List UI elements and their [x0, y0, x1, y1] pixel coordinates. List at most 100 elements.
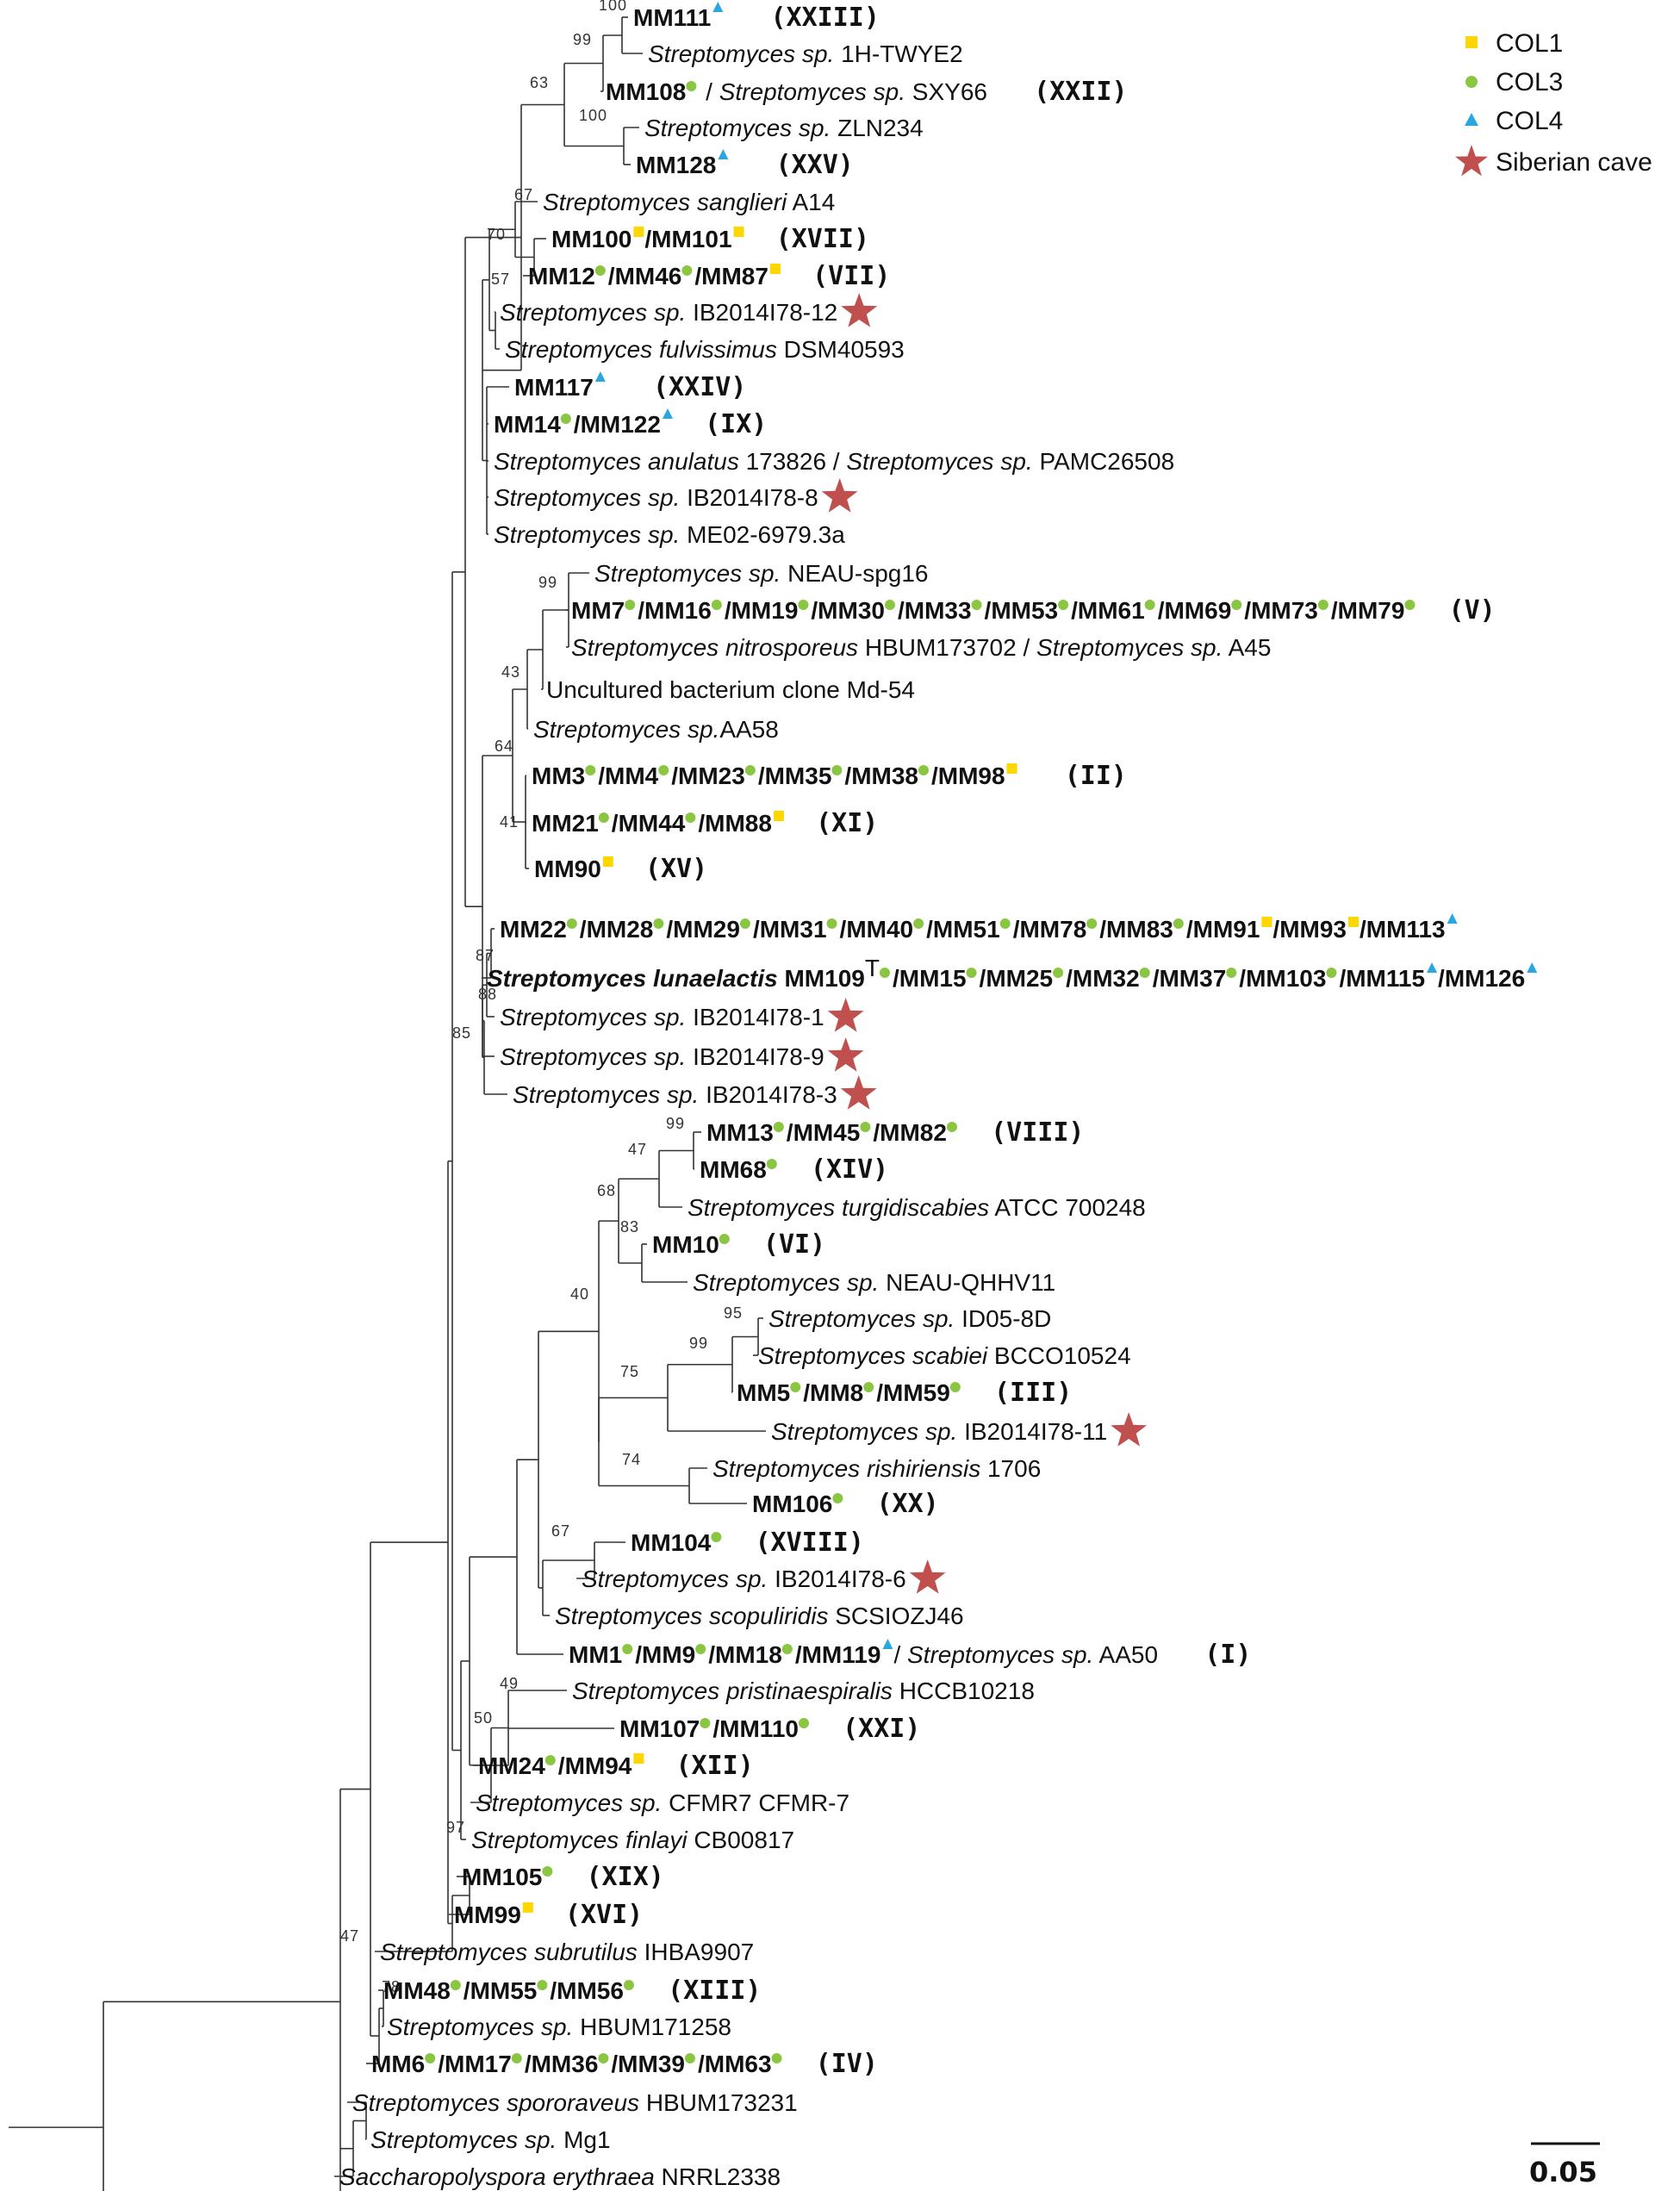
leaf-label-text: ID05-8D — [955, 1305, 1051, 1332]
col3-dot-icon — [1326, 968, 1337, 978]
leaf-label-text: / — [574, 411, 581, 438]
leaf-label-text: / — [1066, 965, 1073, 992]
legend-item-col1: COL1 — [1465, 29, 1563, 58]
col1-square-icon — [769, 264, 781, 274]
leaf-label-text: / — [438, 2051, 445, 2077]
leaf-label-text: Streptomyces spororaveus — [352, 2089, 639, 2116]
leaf-label-text: HBUM171258 — [573, 2014, 731, 2040]
col3-dot-icon — [771, 2053, 782, 2063]
col3-dot-icon — [790, 1382, 801, 1392]
leaf-label-text: / — [795, 1641, 802, 1668]
col1-square-icon — [1261, 917, 1272, 927]
bootstrap-value: 40 — [570, 1285, 589, 1303]
leaf-label-text: / — [1331, 597, 1338, 624]
leaf-label-text: Streptomyces fulvissimus — [505, 336, 777, 363]
siberian-cave-star-icon — [1455, 145, 1488, 177]
leaf-label-text: (XIX) — [555, 1862, 663, 1892]
col1-square-icon — [773, 811, 784, 821]
col3-dot-icon — [544, 1755, 556, 1765]
leaf-label-text: MM128 — [636, 152, 716, 178]
leaf-label-text: Streptomyces sp. — [476, 1790, 662, 1816]
tree-branches — [9, 16, 766, 2191]
col3-dot-icon — [1144, 600, 1155, 610]
leaf-label-text: MM99 — [454, 1902, 521, 1928]
leaf-label-text: Streptomyces sp. — [644, 115, 831, 141]
leaf-label-text: / — [1360, 916, 1366, 943]
legend-item-col3: COL3 — [1465, 68, 1563, 96]
col4-triangle-icon — [718, 149, 729, 159]
leaf-label-text: Streptomyces anulatus — [494, 448, 739, 475]
leaf-label-text: MM82 — [880, 1119, 947, 1146]
leaf-label-text: NRRL2338 — [655, 2163, 781, 2190]
leaf-labels: MM111 (XXIII)Streptomyces sp. 1H-TWYE2MM… — [339, 2, 1538, 2190]
leaf-label-text: MM119 — [802, 1641, 881, 1668]
legend-label: COL4 — [1496, 107, 1563, 135]
col3-dot-icon — [1465, 76, 1478, 88]
leaf-label-text: MM107 — [619, 1715, 700, 1742]
col3-dot-icon — [542, 1866, 553, 1877]
bootstrap-value: 97 — [446, 1819, 465, 1836]
siberian-cave-star-icon — [841, 293, 878, 327]
leaf-label-text: MM63 — [705, 2051, 772, 2077]
leaf-label-text: MM88 — [705, 810, 772, 837]
leaf-label-text: Streptomyces sp. — [387, 2014, 573, 2040]
leaf-label-text: MM40 — [846, 916, 913, 943]
leaf-label-text: / — [580, 916, 587, 943]
leaf-label-text: Streptomyces sp. — [582, 1565, 768, 1592]
legend-label: COL3 — [1496, 68, 1563, 96]
leaf-label-text: MM122 — [581, 411, 661, 438]
col3-dot-icon — [1086, 918, 1098, 929]
leaf-label-text: MM56 — [557, 1977, 624, 2004]
leaf-label-text: / — [1186, 916, 1193, 943]
col3-dot-icon — [999, 918, 1011, 929]
col1-square-icon — [522, 1902, 533, 1913]
leaf-label-text: NEAU-spg16 — [781, 560, 928, 587]
bootstrap-value: 78 — [382, 1978, 401, 1995]
bootstrap-value: 47 — [628, 1141, 647, 1158]
col3-dot-icon — [700, 1718, 711, 1728]
leaf-label-text: MM68 — [700, 1156, 767, 1183]
bootstrap-value: 99 — [689, 1335, 708, 1352]
leaf-label-text: Streptomyces sp. — [768, 1305, 955, 1332]
leaf-label-text: MM101 — [651, 226, 731, 252]
bootstrap-value: 63 — [530, 74, 549, 91]
leaf-label-text: / — [1272, 916, 1279, 943]
leaf-label-text: MM10 — [652, 1231, 719, 1258]
leaf-label-text: MM7 — [571, 597, 625, 624]
siberian-cave-star-icon — [821, 478, 858, 513]
leaf-label-text: Streptomyces sp. — [648, 40, 834, 67]
leaf-label-text: MM9 — [642, 1641, 695, 1668]
leaf-label-text: IB2014I78-11 — [957, 1418, 1107, 1445]
leaf-label-text: Streptomyces sp. — [533, 716, 719, 743]
col1-square-icon — [733, 227, 744, 237]
leaf-label-text: MM28 — [587, 916, 654, 943]
col1-square-icon — [1465, 36, 1478, 48]
leaf-label-text: MM126 — [1445, 965, 1525, 992]
col1-square-icon — [1348, 917, 1359, 927]
leaf-label-text: (XIII) — [637, 1976, 762, 2006]
leaf-label-text: (VII) — [781, 261, 890, 291]
leaf-label-text: (III) — [963, 1378, 1072, 1408]
leaf-label-text: CB00817 — [688, 1827, 795, 1853]
col3-dot-icon — [798, 1718, 809, 1728]
leaf-label-text: MM25 — [986, 965, 1053, 992]
col3-dot-icon — [560, 414, 571, 424]
col3-dot-icon — [711, 600, 722, 610]
leaf-label-text: Streptomyces sp. — [494, 521, 680, 548]
leaf-label-text: (IV) — [785, 2049, 878, 2079]
legend-item-siberian-cave: Siberian cave — [1455, 145, 1652, 177]
leaf-label-text: BCCO10524 — [987, 1342, 1131, 1369]
col3-dot-icon — [653, 918, 664, 929]
leaf-label-text: MM31 — [760, 916, 827, 943]
legend-label: COL1 — [1496, 29, 1563, 58]
col3-dot-icon — [684, 2053, 695, 2063]
leaf-label-text: / — [811, 597, 818, 624]
leaf-label-text: / — [694, 263, 701, 289]
leaf-label-text: Streptomyces subrutilus — [380, 1939, 638, 1965]
col3-dot-icon — [681, 265, 693, 276]
col3-dot-icon — [1231, 600, 1242, 610]
leaf-label-text: / — [893, 965, 899, 992]
col4-triangle-icon — [662, 408, 673, 419]
col3-dot-icon — [1317, 600, 1328, 610]
leaf-label-text: Saccharopolyspora erythraea — [339, 2163, 655, 2190]
